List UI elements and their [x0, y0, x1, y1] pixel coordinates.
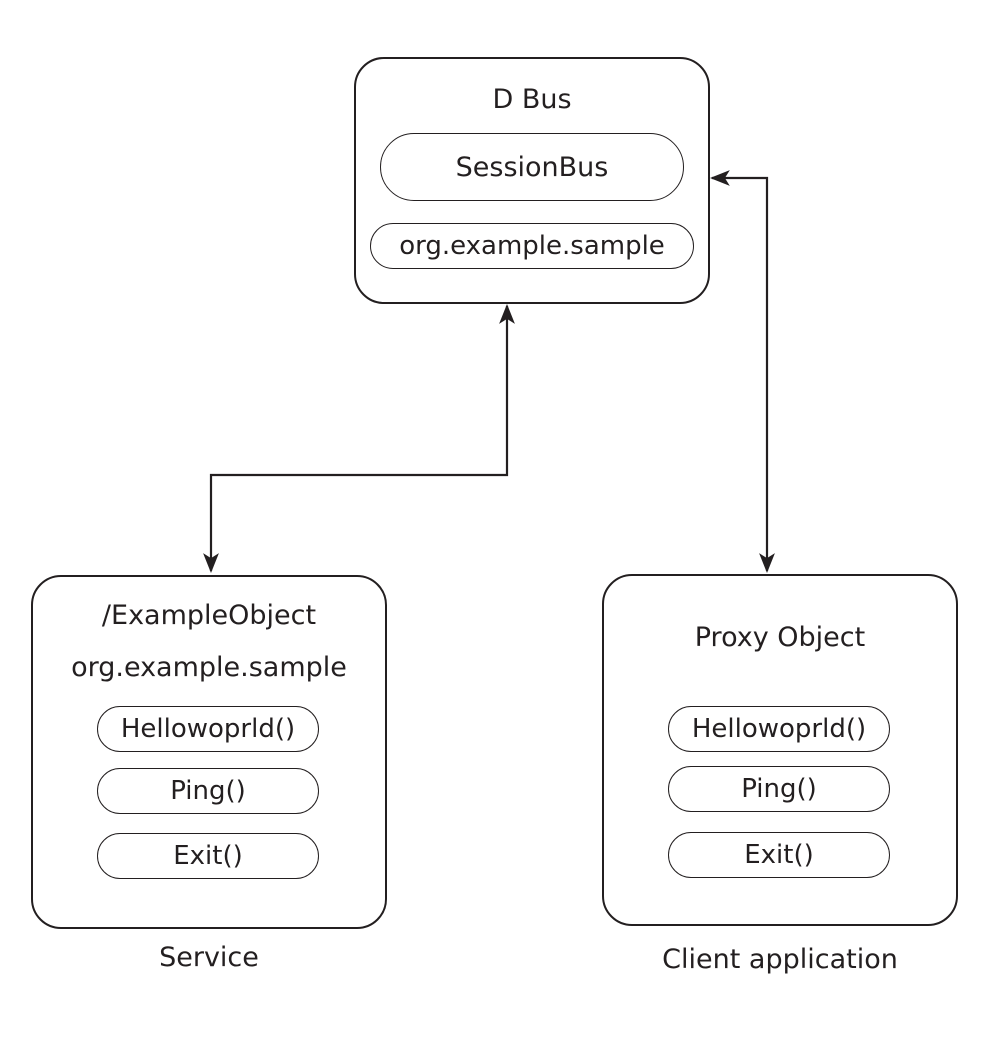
- client-method-pill: Hellowoprld(): [668, 706, 890, 752]
- dbus-title: D Bus: [492, 84, 572, 115]
- service-method-pill: Hellowoprld(): [97, 706, 319, 752]
- session-bus-pill: SessionBus: [380, 133, 684, 201]
- proxy-object-title: Proxy Object: [694, 622, 866, 653]
- service-dbus-arrow: [203, 304, 515, 573]
- service-interface: org.example.sample: [71, 652, 347, 683]
- bus-name-pill: org.example.sample: [370, 223, 694, 269]
- service-caption: Service: [159, 942, 259, 973]
- client-method-pill: Exit(): [668, 832, 890, 878]
- service-method-pill: Exit(): [97, 833, 319, 879]
- client-method-pill: Ping(): [668, 766, 890, 812]
- client-dbus-arrow: [710, 170, 775, 573]
- service-method-pill: Ping(): [97, 768, 319, 814]
- service-object-path: /ExampleObject: [101, 600, 317, 631]
- client-caption: Client application: [662, 944, 898, 975]
